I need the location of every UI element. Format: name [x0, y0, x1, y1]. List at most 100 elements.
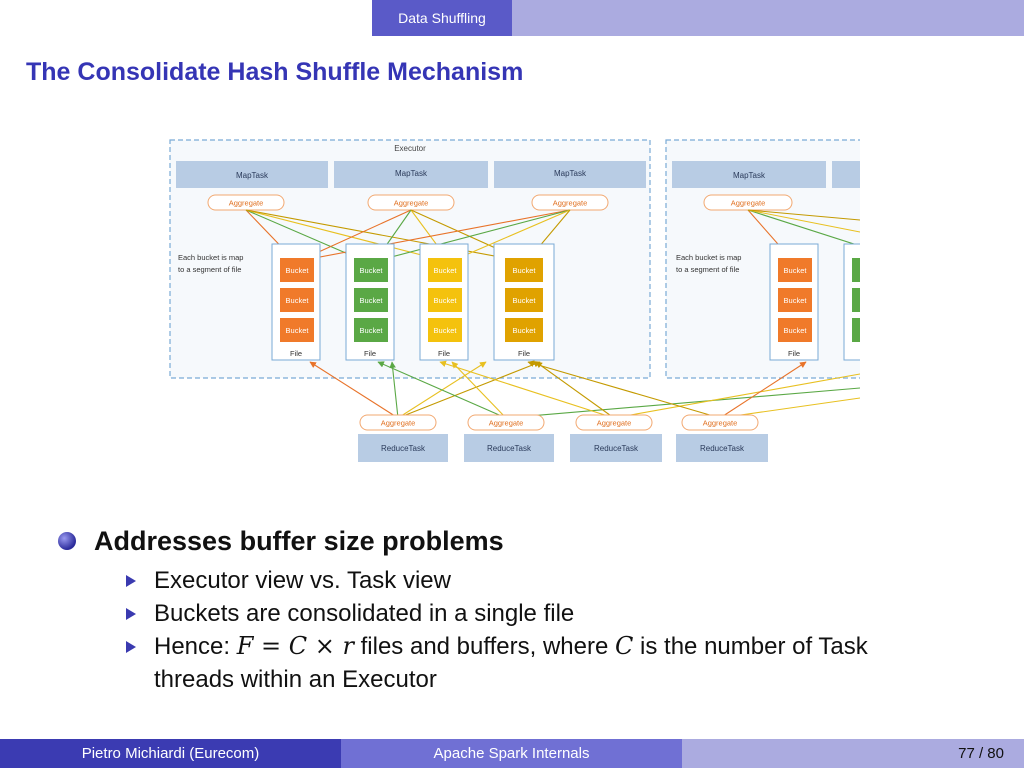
aggregate-label: Aggregate: [381, 419, 416, 428]
sub-bullet-text: Buckets are consolidated in a single fil…: [154, 600, 575, 627]
reducetask-label: ReduceTask: [381, 444, 426, 453]
sub-bullet-text-pre: Hence:: [154, 633, 237, 660]
bucket: [505, 258, 543, 282]
maptask-box: [334, 161, 488, 188]
bucket: [505, 288, 543, 312]
bucket-note-line1: Each bucket is map: [676, 253, 741, 262]
sub-bullet-text-mid: files and buffers, where: [353, 633, 615, 660]
maptask-box: [494, 161, 646, 188]
top-bar-left: [0, 0, 372, 36]
aggregate-label: Aggregate: [553, 199, 588, 208]
sub-bullet-text-post: is the number of Task: [633, 633, 868, 660]
aggregate-label: Aggregate: [597, 419, 632, 428]
slide-title: The Consolidate Hash Shuffle Mechanism: [26, 58, 524, 86]
reducetask-box: [358, 434, 448, 462]
bucket: [852, 318, 860, 342]
bucket: [505, 318, 543, 342]
file-label: File: [788, 349, 800, 358]
footer-author: Pietro Michiardi (Eurecom): [0, 739, 341, 768]
bucket-label: Bucket: [434, 326, 458, 335]
footer-right: 77 / 80: [682, 739, 1024, 768]
bucket-label: Bucket: [513, 266, 537, 275]
file-label: File: [518, 349, 530, 358]
bucket: [354, 258, 388, 282]
sub-bullet: Hence: F = C × r files and buffers, wher…: [58, 630, 998, 696]
bucket: [778, 288, 812, 312]
bucket-label: Bucket: [286, 266, 310, 275]
bucket-label: Bucket: [360, 266, 384, 275]
bucket: [778, 258, 812, 282]
reducetask-box: [676, 434, 768, 462]
page-number: 77 / 80: [958, 745, 1004, 762]
section-label[interactable]: Data Shuffling: [372, 0, 512, 36]
bucket-label: Bucket: [360, 296, 384, 305]
bucket-label: Bucket: [360, 326, 384, 335]
bucket: [354, 318, 388, 342]
reducetask-box: [570, 434, 662, 462]
bucket-label: Bucket: [434, 266, 458, 275]
maptask-label: MapTask: [554, 169, 587, 178]
bucket-note-line2: to a segment of file: [178, 265, 241, 274]
file-label: File: [364, 349, 376, 358]
bullet-list: Addresses buffer size problems Executor …: [58, 520, 998, 696]
reducetask-label: ReduceTask: [594, 444, 639, 453]
maptask-box: [832, 161, 860, 188]
bucket-label: Bucket: [784, 296, 808, 305]
file-label: File: [290, 349, 302, 358]
aggregate-label: Aggregate: [394, 199, 429, 208]
sub-bullet-text-line2: threads within an Executor: [154, 666, 437, 693]
maptask-label: MapTask: [733, 171, 766, 180]
bucket-note-line1: Each bucket is map: [178, 253, 243, 262]
bucket: [852, 258, 860, 282]
bucket-label: Bucket: [434, 296, 458, 305]
bullet-main-text: Addresses buffer size problems: [94, 526, 504, 556]
bucket-note-line2: to a segment of file: [676, 265, 739, 274]
bullet-ball-icon: [58, 532, 76, 550]
maptask-box: [672, 161, 826, 188]
maptask-label: MapTask: [236, 171, 269, 180]
bucket: [778, 318, 812, 342]
bucket-label: Bucket: [784, 326, 808, 335]
aggregate-label: Aggregate: [489, 419, 524, 428]
bucket-label: Bucket: [784, 266, 808, 275]
reduce-aggregate: [575, 414, 653, 431]
bucket: [852, 288, 860, 312]
executor-label: Executor: [394, 144, 426, 153]
reduce-aggregate: [359, 414, 437, 431]
bucket-label: Bucket: [286, 296, 310, 305]
aggregate-label: Aggregate: [731, 199, 766, 208]
maptask-box: [176, 161, 328, 188]
formula-variable: C: [615, 632, 634, 660]
bucket: [280, 288, 314, 312]
reducetask-box: [464, 434, 554, 462]
bucket-label: Bucket: [513, 296, 537, 305]
bucket: [280, 318, 314, 342]
aggregate-label: Aggregate: [229, 199, 264, 208]
top-navigation-bar: Data Shuffling: [0, 0, 1024, 36]
bucket: [428, 318, 462, 342]
sub-bullet-text: Executor view vs. Task view: [154, 567, 451, 594]
footer-course: Apache Spark Internals: [341, 739, 682, 768]
file-label: File: [438, 349, 450, 358]
bucket: [354, 288, 388, 312]
maptask-label: MapTask: [395, 169, 428, 178]
bucket-label: Bucket: [513, 326, 537, 335]
sub-bullet: Executor view vs. Task view: [58, 564, 998, 597]
aggregate-label: Aggregate: [703, 419, 738, 428]
triangle-bullet-icon: [126, 641, 136, 653]
triangle-bullet-icon: [126, 575, 136, 587]
reducetask-label: ReduceTask: [700, 444, 745, 453]
bucket-label: Bucket: [286, 326, 310, 335]
triangle-bullet-icon: [126, 608, 136, 620]
formula: F = C × r: [236, 632, 354, 660]
bucket: [280, 258, 314, 282]
shuffle-diagram: Executor MapTask MapTask MapTask MapTask…: [169, 139, 860, 462]
bullet-main: Addresses buffer size problems: [58, 520, 998, 562]
reduce-aggregate: [467, 414, 545, 431]
bucket: [428, 258, 462, 282]
bucket: [428, 288, 462, 312]
reducetask-label: ReduceTask: [487, 444, 532, 453]
footer-bar: Pietro Michiardi (Eurecom) Apache Spark …: [0, 739, 1024, 768]
sub-bullet: Buckets are consolidated in a single fil…: [58, 597, 998, 630]
reduce-aggregate: [681, 414, 759, 431]
